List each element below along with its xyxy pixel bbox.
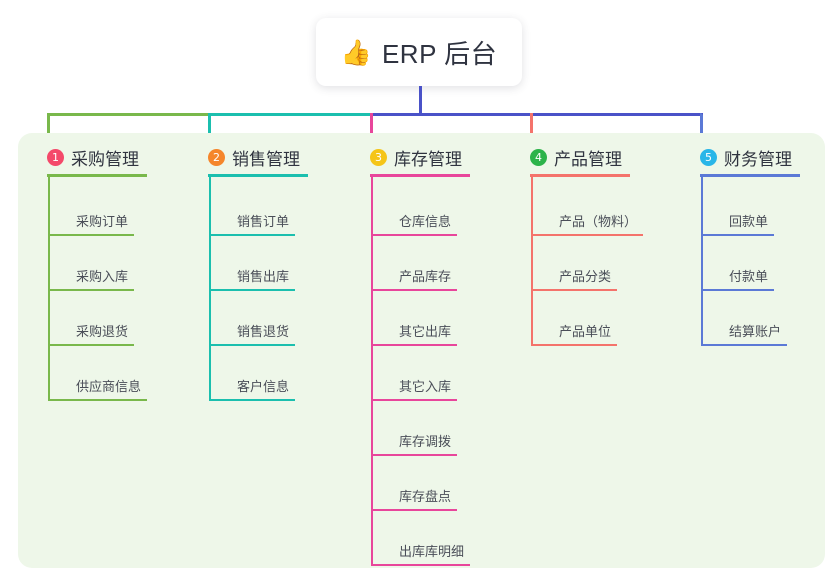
connector-bus-indigo xyxy=(370,113,703,116)
branch-badge-2: 2 xyxy=(208,149,225,166)
branch-underline-5 xyxy=(700,174,800,177)
branch-title-5: 财务管理 xyxy=(724,150,792,169)
branch-item-label: 仓库信息 xyxy=(399,214,452,229)
branch-underline-4 xyxy=(530,174,630,177)
connector-bus-teal xyxy=(208,113,370,116)
branch-badge-3: 3 xyxy=(370,149,387,166)
branch-item-underline xyxy=(371,399,457,401)
branch-item-label: 销售订单 xyxy=(237,214,290,229)
branch-title-1: 采购管理 xyxy=(71,150,139,169)
root-node-title: ERP 后台 xyxy=(381,38,498,69)
branch-item[interactable]: 产品单位 xyxy=(531,314,623,346)
branch-item-label: 销售出库 xyxy=(237,269,290,284)
branch-item-underline xyxy=(701,289,774,291)
branch-underline-3 xyxy=(370,174,470,177)
branch-item[interactable]: 仓库信息 xyxy=(371,204,463,236)
branch-item-label: 其它入库 xyxy=(399,379,452,394)
branch-item-underline xyxy=(531,344,617,346)
root-node-card[interactable]: 👍 ERP 后台 xyxy=(316,18,522,86)
branch-item-label: 产品（物料） xyxy=(559,214,638,229)
branch-item-label: 客户信息 xyxy=(237,379,290,394)
branch-item-underline xyxy=(209,344,295,346)
branch-item[interactable]: 产品分类 xyxy=(531,259,623,291)
branch-item[interactable]: 采购退货 xyxy=(48,314,140,346)
branch-item-underline xyxy=(209,399,295,401)
connector-root-stem xyxy=(419,86,422,116)
branch-item-underline xyxy=(371,289,457,291)
branch-item[interactable]: 产品库存 xyxy=(371,259,463,291)
branch-header-1[interactable]: 1 采购管理 xyxy=(47,145,139,170)
branch-item[interactable]: 库存盘点 xyxy=(371,479,463,511)
branch-badge-5: 5 xyxy=(700,149,717,166)
branch-item-label: 供应商信息 xyxy=(76,379,142,394)
branch-item-label: 回款单 xyxy=(729,214,769,229)
branch-title-3: 库存管理 xyxy=(394,150,462,169)
branch-item-label: 产品分类 xyxy=(559,269,612,284)
branch-spine-5 xyxy=(701,177,703,346)
branch-item[interactable]: 销售出库 xyxy=(209,259,301,291)
branch-item-underline xyxy=(701,344,787,346)
branch-item-label: 付款单 xyxy=(729,269,769,284)
branch-item-label: 库存调拨 xyxy=(399,434,452,449)
branch-item-underline xyxy=(209,234,295,236)
branch-item[interactable]: 付款单 xyxy=(701,259,780,291)
branch-header-3[interactable]: 3 库存管理 xyxy=(370,145,462,170)
branches-panel: 1 采购管理采购订单采购入库采购退货供应商信息 2 销售管理销售订单销售出库销售退货客… xyxy=(18,133,825,568)
branch-item-label: 其它出库 xyxy=(399,324,452,339)
branch-item-underline xyxy=(48,234,134,236)
branch-item-underline xyxy=(209,289,295,291)
branch-item-underline xyxy=(371,454,457,456)
branch-title-2: 销售管理 xyxy=(232,150,300,169)
branch-item-label: 采购入库 xyxy=(76,269,129,284)
branch-item-underline xyxy=(48,344,134,346)
branch-spine-4 xyxy=(531,177,533,346)
branch-item[interactable]: 库存调拨 xyxy=(371,424,463,456)
branch-item-label: 库存盘点 xyxy=(399,489,452,504)
thumbs-up-icon: 👍 xyxy=(340,37,372,67)
branch-badge-4: 4 xyxy=(530,149,547,166)
branch-item-label: 采购订单 xyxy=(76,214,129,229)
branch-item-underline xyxy=(701,234,774,236)
branch-item-label: 结算账户 xyxy=(729,324,782,339)
branch-item[interactable]: 结算账户 xyxy=(701,314,793,346)
branch-header-5[interactable]: 5 财务管理 xyxy=(700,145,792,170)
branch-item[interactable]: 客户信息 xyxy=(209,369,301,401)
branch-item-underline xyxy=(531,234,643,236)
branch-title-4: 产品管理 xyxy=(554,150,622,169)
branch-item[interactable]: 销售订单 xyxy=(209,204,301,236)
branch-item-underline xyxy=(48,289,134,291)
branch-item-label: 出库库明细 xyxy=(399,544,465,559)
branch-item[interactable]: 采购入库 xyxy=(48,259,140,291)
branch-item[interactable]: 其它入库 xyxy=(371,369,463,401)
branch-item-underline xyxy=(371,344,457,346)
branch-spine-3 xyxy=(371,177,373,566)
branch-header-4[interactable]: 4 产品管理 xyxy=(530,145,622,170)
branch-item[interactable]: 回款单 xyxy=(701,204,780,236)
branch-item[interactable]: 采购订单 xyxy=(48,204,140,236)
branch-badge-1: 1 xyxy=(47,149,64,166)
branch-item-underline xyxy=(371,509,457,511)
branch-item[interactable]: 销售退货 xyxy=(209,314,301,346)
branch-item-underline xyxy=(371,234,457,236)
branch-item-underline xyxy=(48,399,147,401)
branch-item-label: 产品单位 xyxy=(559,324,612,339)
branch-header-2[interactable]: 2 销售管理 xyxy=(208,145,300,170)
branch-item[interactable]: 其它出库 xyxy=(371,314,463,346)
connector-bus-green xyxy=(47,113,208,116)
branch-item-label: 销售退货 xyxy=(237,324,290,339)
branch-item-label: 产品库存 xyxy=(399,269,452,284)
branch-item[interactable]: 出库库明细 xyxy=(371,534,476,566)
branch-underline-1 xyxy=(47,174,147,177)
branch-item[interactable]: 产品（物料） xyxy=(531,204,649,236)
branch-item-underline xyxy=(531,289,617,291)
branch-item-underline xyxy=(371,564,470,566)
branch-item[interactable]: 供应商信息 xyxy=(48,369,153,401)
branch-item-label: 采购退货 xyxy=(76,324,129,339)
branch-underline-2 xyxy=(208,174,308,177)
